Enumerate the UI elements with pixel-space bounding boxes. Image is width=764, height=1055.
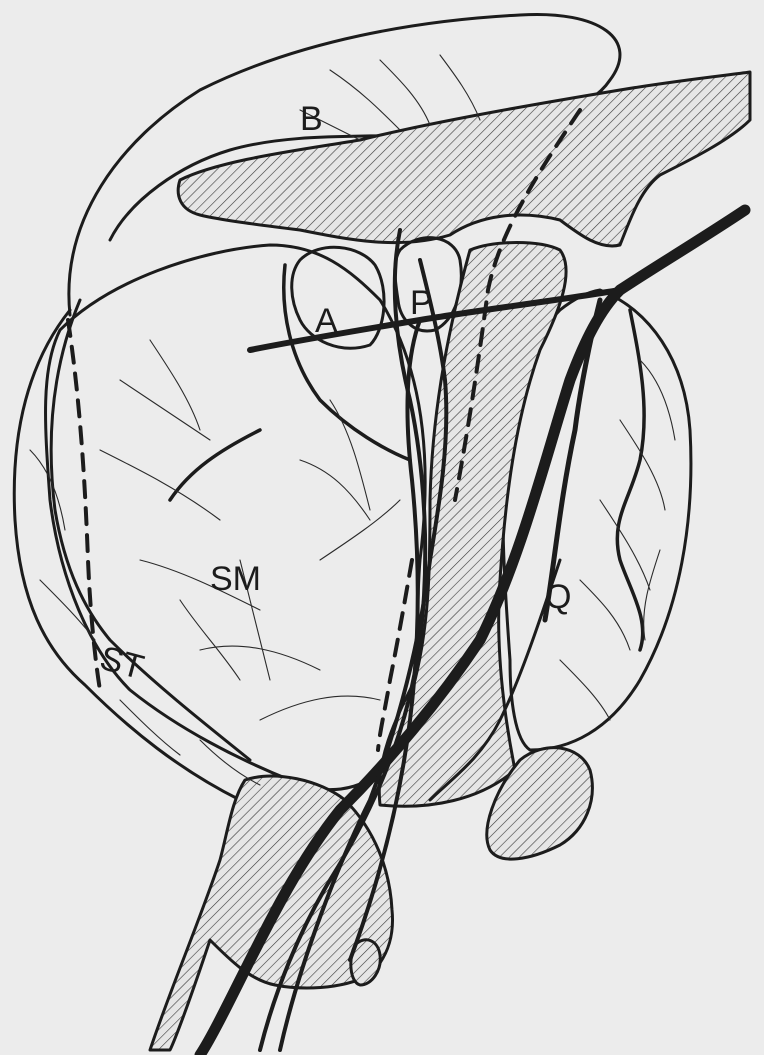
branch-artery-8 (617, 310, 644, 650)
branch-artery-7 (170, 430, 260, 500)
label-sm: SM (210, 560, 261, 598)
label-st: ST (96, 639, 148, 687)
branch-artery-6 (284, 265, 410, 460)
label-p: P (410, 284, 433, 322)
muscle-st-inner-edge (51, 300, 250, 760)
fine-vessels-sm (100, 340, 400, 720)
femur-bone (379, 243, 566, 807)
label-b: B (300, 100, 323, 138)
label-a: A (315, 302, 338, 340)
muscle-st-outline (14, 310, 360, 824)
fine-vessels-st (30, 450, 260, 785)
dashed-vessel-left (68, 320, 100, 690)
branch-artery-2 (545, 300, 600, 620)
label-q: Q (545, 578, 571, 616)
pelvis-bone (178, 72, 750, 246)
